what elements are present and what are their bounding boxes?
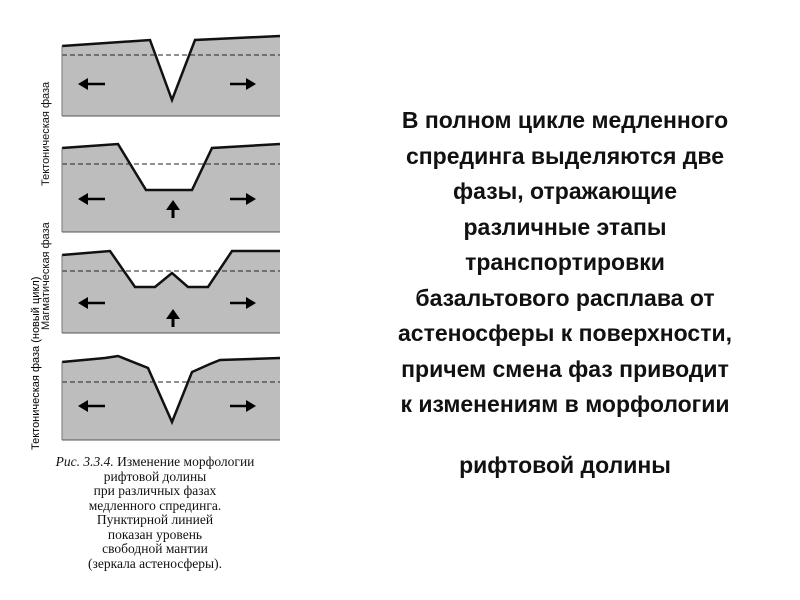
- text-line: базальтового расплава от: [415, 284, 715, 311]
- text-line: различные этапы: [463, 213, 667, 240]
- panel-tectonic-phase-new-cycle: [60, 352, 282, 452]
- figure-caption: Рис. 3.3.4. Изменение морфологии рифтово…: [55, 454, 255, 571]
- rift-morphology-figure: Тектоническая фаза Магматическая фаза Те…: [0, 0, 300, 600]
- text-line: астеносферы к поверхности,: [398, 320, 732, 346]
- arrow-right-icon: [230, 400, 256, 412]
- arrow-right-icon: [230, 78, 256, 90]
- phase-label-tectonic: Тектоническая фаза: [40, 81, 52, 186]
- text-line: к изменениям в морфологии: [400, 391, 730, 417]
- text-line: транспортировки: [465, 249, 665, 275]
- caption-figure-number: Рис. 3.3.4.: [55, 454, 114, 469]
- main-text-block: В полном цикле медленного спрединга выде…: [330, 103, 800, 483]
- arrow-left-icon: [78, 78, 105, 90]
- panel-tectonic-phase-2: [60, 136, 282, 241]
- arrow-left-icon: [78, 400, 105, 412]
- arrow-left-icon: [78, 297, 105, 309]
- arrow-right-icon: [230, 193, 256, 205]
- text-line: фазы, отражающие: [453, 178, 677, 204]
- text-line: причем смена фаз приводит: [401, 355, 729, 382]
- text-last-line: рифтовой долины: [459, 451, 671, 478]
- panel-magmatic-phase: [60, 247, 282, 342]
- text-line: В полном цикле медленного: [401, 107, 729, 133]
- arrow-right-icon: [230, 297, 256, 309]
- arrow-up-icon: [166, 309, 180, 327]
- arrow-left-icon: [78, 193, 105, 205]
- arrow-up-icon: [166, 200, 180, 218]
- panel-tectonic-phase-1: [60, 28, 282, 123]
- text-line: спрединга выделяются две: [406, 142, 724, 169]
